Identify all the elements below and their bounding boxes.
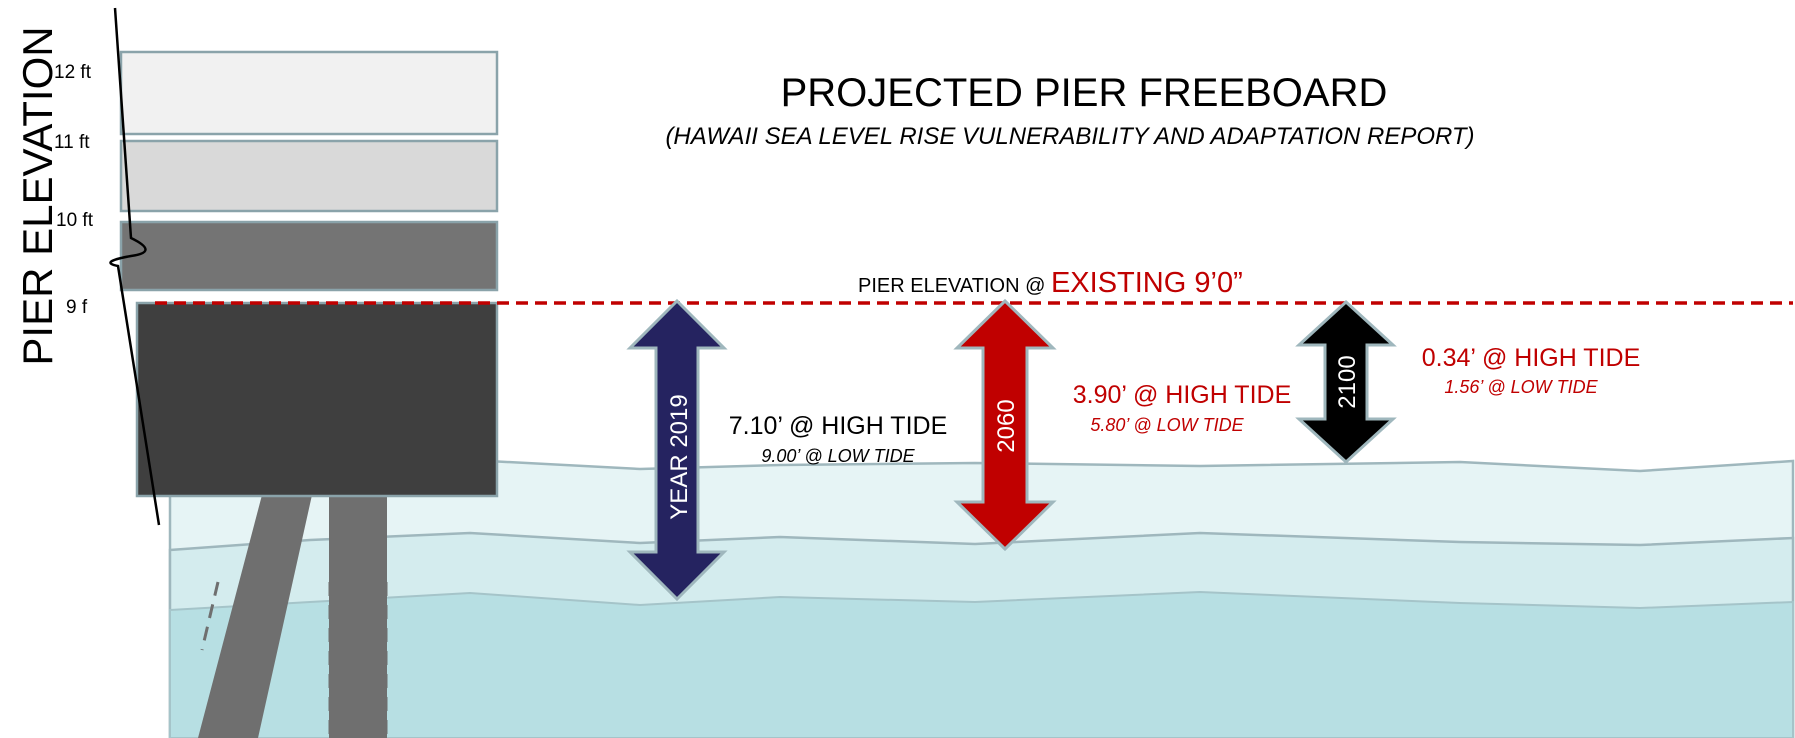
- water-deep-layer: [169, 590, 1794, 738]
- value-2100-low-tide: 1.56’ @ LOW TIDE: [1444, 377, 1598, 397]
- tick-9ft: 9 f: [66, 297, 88, 318]
- elevation-bands: [119, 50, 499, 498]
- band-12ft: [119, 50, 499, 136]
- arrow-2100-shape: [1295, 299, 1397, 465]
- piling-slanted: [198, 495, 312, 738]
- arrow-2060-label: 2060: [993, 399, 1020, 452]
- arrow-2060-shape: [953, 298, 1057, 552]
- freeboard-arrow-2019: YEAR 2019: [626, 298, 728, 602]
- axis-label: PIER ELEVATION: [14, 26, 61, 365]
- piling-dashed-edges: [200, 581, 388, 738]
- arrow-2019-label: YEAR 2019: [666, 394, 693, 519]
- pier-pilings: [198, 495, 388, 738]
- tick-11ft: 11 ft: [54, 132, 90, 153]
- arrow-2019-shape: [626, 298, 728, 602]
- freeboard-values: 7.10’ @ HIGH TIDE 9.00’ @ LOW TIDE 3.90’…: [729, 344, 1641, 466]
- page-subtitle: (HAWAII SEA LEVEL RISE VULNERABILITY AND…: [665, 123, 1474, 150]
- value-2019-high-tide: 7.10’ @ HIGH TIDE: [729, 412, 948, 440]
- value-2060-low-tide: 5.80’ @ LOW TIDE: [1090, 415, 1244, 435]
- arrow-2100-label: 2100: [1334, 355, 1361, 408]
- page-title: PROJECTED PIER FREEBOARD: [781, 71, 1388, 115]
- existing-elevation-label: PIER ELEVATION @ EXISTING 9’0”: [858, 267, 1243, 299]
- elevation-axis-line: [109, 7, 161, 526]
- band-11ft: [119, 139, 499, 213]
- value-2060-high-tide: 3.90’ @ HIGH TIDE: [1073, 381, 1292, 409]
- piling-vertical: [329, 495, 387, 738]
- freeboard-arrow-2100: 2100: [1295, 299, 1397, 465]
- freeboard-arrow-2060: 2060: [953, 298, 1057, 552]
- existing-elevation-prefix: PIER ELEVATION @: [858, 275, 1051, 297]
- value-2019-low-tide: 9.00’ @ LOW TIDE: [761, 446, 915, 466]
- value-2100-high-tide: 0.34’ @ HIGH TIDE: [1422, 344, 1641, 372]
- band-10ft: [119, 220, 499, 292]
- tick-10ft: 10 ft: [56, 210, 94, 231]
- tick-12ft: 12 ft: [54, 62, 92, 83]
- pier-deck: [135, 301, 499, 498]
- elevation-tick-labels: 12 ft 11 ft 10 ft 9 f: [54, 62, 94, 318]
- water-layers: [168, 458, 1795, 738]
- existing-elevation-value: EXISTING 9’0”: [1051, 267, 1243, 299]
